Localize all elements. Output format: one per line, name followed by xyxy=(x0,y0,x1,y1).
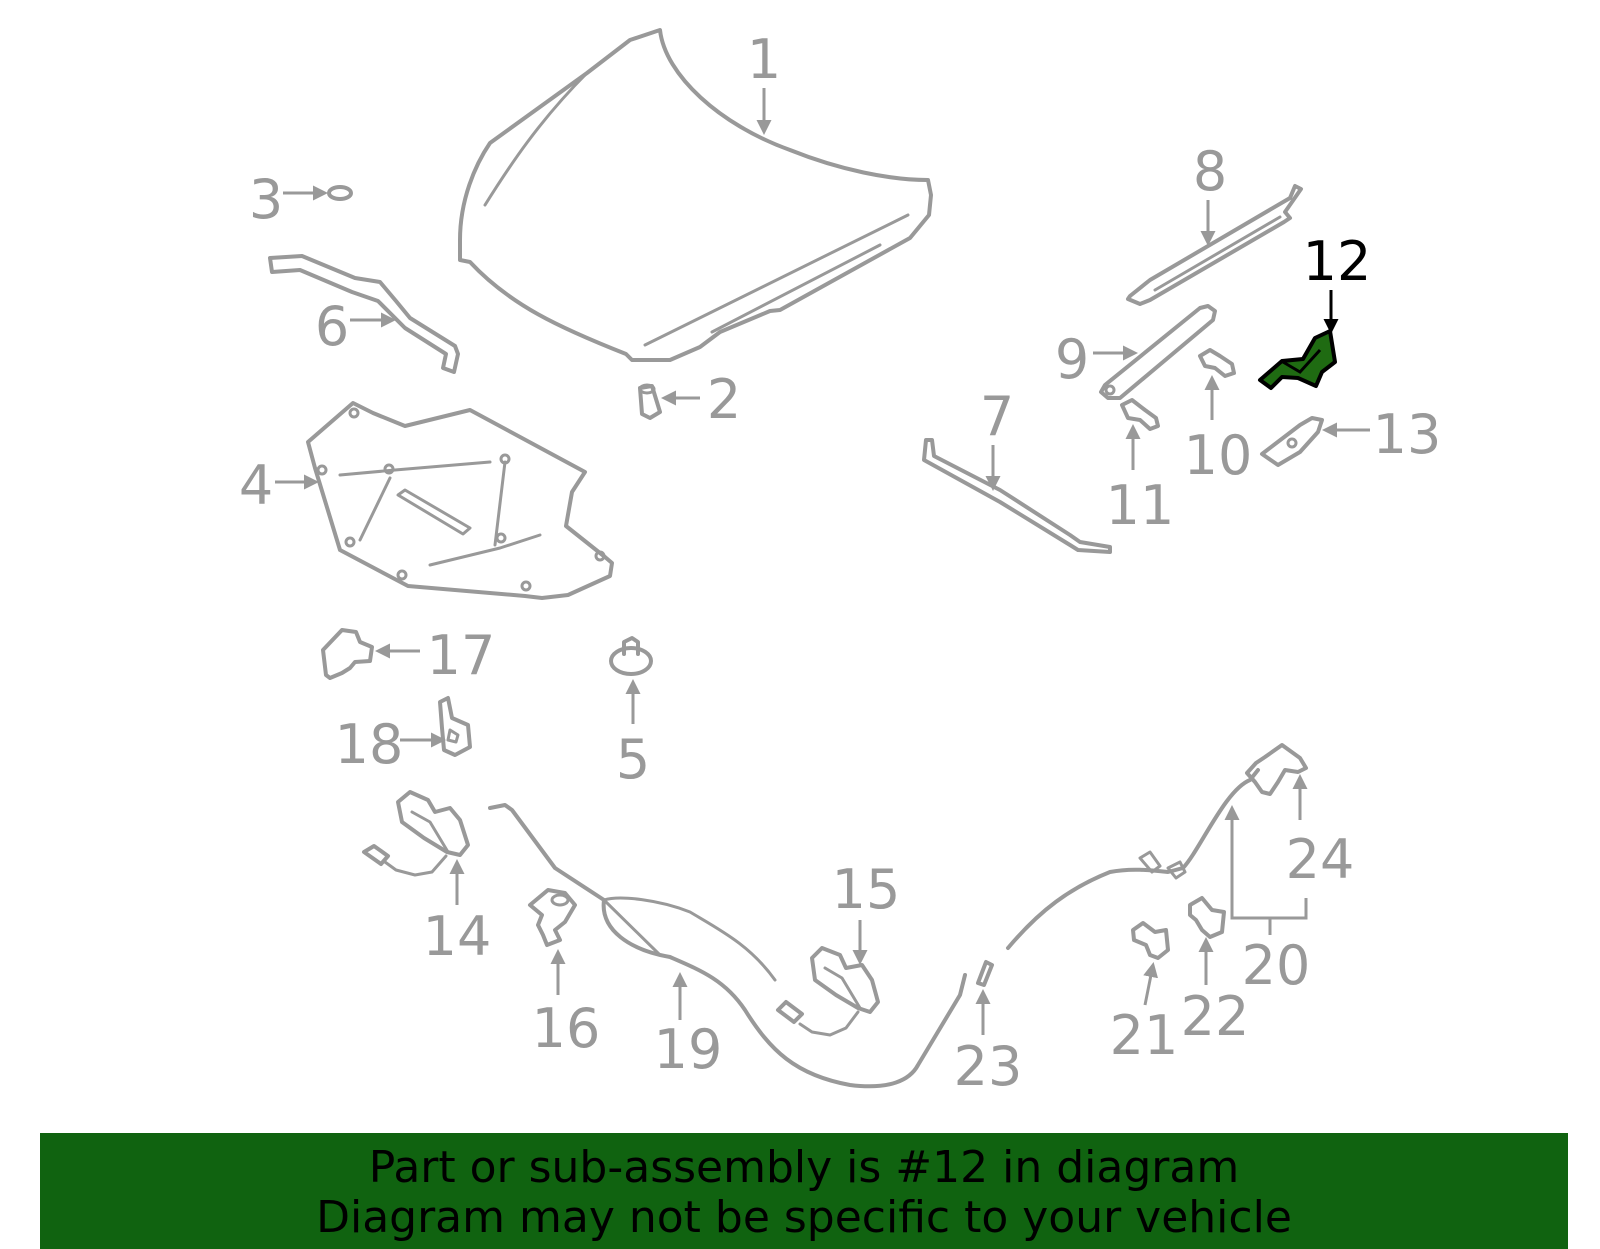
part-12-bracket-highlighted xyxy=(1258,329,1337,390)
callout-9: 9 xyxy=(1055,328,1089,391)
callout-20-bracket xyxy=(1230,898,1308,935)
part-14-latch xyxy=(362,790,470,877)
part-13-bracket xyxy=(1260,416,1324,467)
info-banner: Part or sub-assembly is #12 in diagram D… xyxy=(40,1133,1568,1249)
callout-8: 8 xyxy=(1193,140,1227,203)
callout-21: 21 xyxy=(1110,1004,1179,1067)
callout-11: 11 xyxy=(1106,474,1175,537)
callout-18: 18 xyxy=(335,713,404,776)
part-3-grommet xyxy=(327,185,353,201)
part-18-bracket xyxy=(438,696,472,757)
banner-line-part: Part or sub-assembly is #12 in diagram xyxy=(368,1142,1240,1193)
part-24-handle xyxy=(1245,743,1308,796)
part-19-release-cable xyxy=(488,803,967,1089)
callout-7: 7 xyxy=(980,385,1014,448)
part-23-cable-end xyxy=(976,960,994,987)
callout-15: 15 xyxy=(832,858,901,921)
part-9-support-rod xyxy=(1099,304,1217,400)
callout-2: 2 xyxy=(707,368,741,431)
part-2-clip xyxy=(638,383,662,420)
callout-22: 22 xyxy=(1181,985,1250,1048)
leader-arrows xyxy=(275,88,1370,1035)
callout-13: 13 xyxy=(1373,403,1442,466)
callout-19: 19 xyxy=(654,1018,723,1081)
callout-3: 3 xyxy=(249,168,283,231)
part-17-bumper xyxy=(321,628,374,680)
callout-24: 24 xyxy=(1286,828,1355,891)
callout-14: 14 xyxy=(423,905,492,968)
callout-20: 20 xyxy=(1242,934,1311,997)
part-16-lock xyxy=(528,888,577,947)
part-8-hinge xyxy=(1126,184,1303,306)
callout-5: 5 xyxy=(616,728,650,791)
part-21-bushing xyxy=(1131,921,1170,960)
part-6-seal xyxy=(268,254,460,374)
part-7-weatherstrip xyxy=(922,438,1112,554)
banner-line-disclaimer: Diagram may not be specific to your vehi… xyxy=(316,1192,1292,1243)
callout-4: 4 xyxy=(239,454,273,517)
callout-23: 23 xyxy=(954,1035,1023,1098)
callout-10: 10 xyxy=(1184,424,1253,487)
callout-17: 17 xyxy=(427,624,496,687)
part-22-bushing xyxy=(1188,896,1226,939)
callout-6: 6 xyxy=(315,295,349,358)
callout-labels: 1 2 3 4 5 6 7 8 9 10 11 12 13 14 15 16 1… xyxy=(239,28,1442,1098)
part-15-latch xyxy=(776,946,880,1037)
part-10-clip xyxy=(1198,348,1236,378)
callout-1: 1 xyxy=(747,28,781,91)
part-5-push-pin xyxy=(609,636,653,676)
part-4-insulator xyxy=(306,401,614,600)
parts-diagram: 1 2 3 4 5 6 7 8 9 10 11 12 13 14 15 16 1… xyxy=(239,28,1442,1098)
callout-12-active: 12 xyxy=(1303,230,1372,293)
part-11-clip xyxy=(1120,398,1160,431)
part-1-hood xyxy=(458,28,933,362)
callout-16: 16 xyxy=(532,997,601,1060)
part-20-cable xyxy=(1006,768,1260,950)
